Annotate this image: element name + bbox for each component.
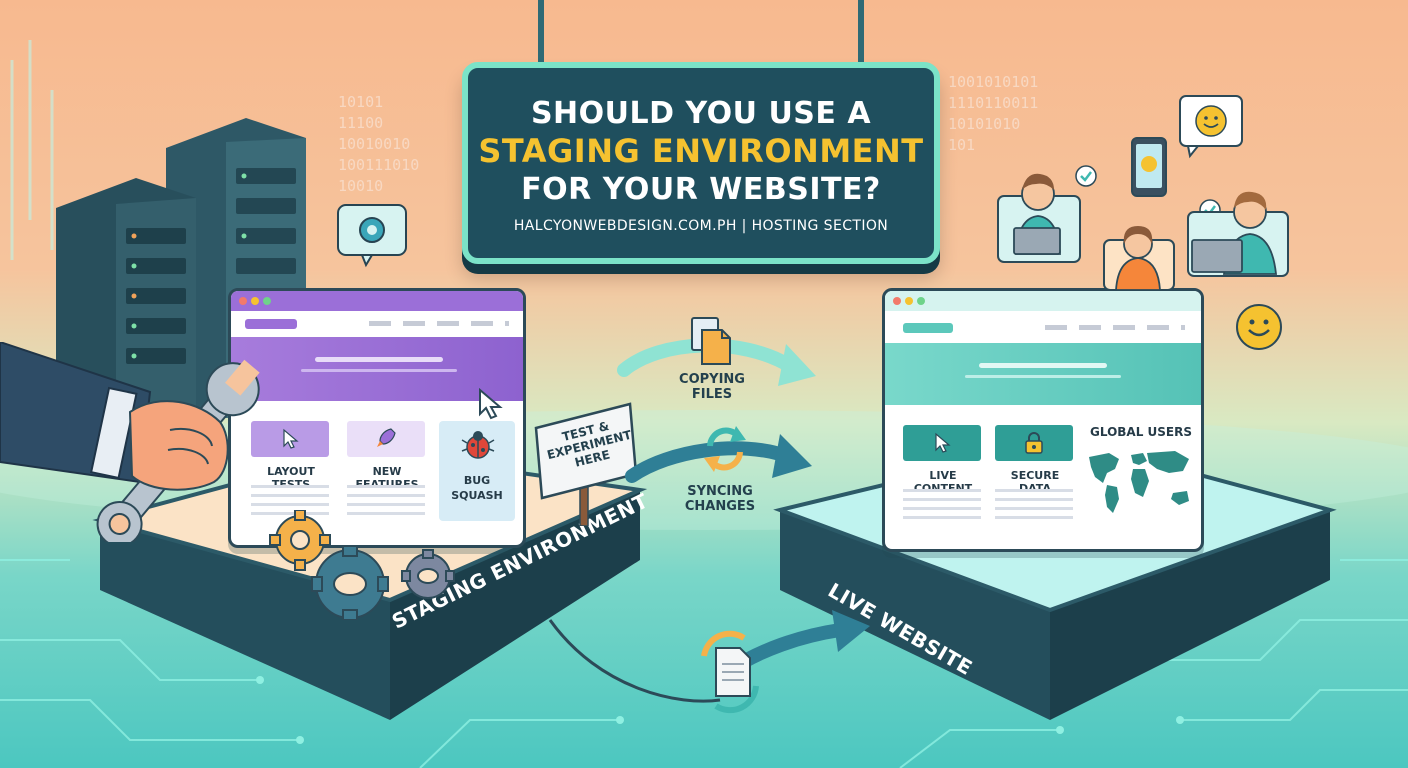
live-browser-window: LIVE CONTENT SECURE DATA GLOBAL USERS [882, 288, 1204, 552]
window-dot-yellow [251, 297, 259, 305]
gear-icon [311, 545, 389, 620]
staging-hero [231, 337, 523, 401]
title-line-1: SHOULD YOU USE A [530, 96, 872, 131]
window-dot-green [917, 297, 925, 305]
sync-icon [704, 426, 746, 472]
bug-squash-card: BUG SQUASH [439, 421, 515, 521]
staging-nav-links [369, 321, 509, 326]
global-users-label: GLOBAL USERS [1090, 425, 1192, 439]
gear-icon [401, 549, 455, 599]
gear-icon [269, 510, 331, 571]
syncing-changes-label: SYNCING CHANGES [684, 484, 756, 514]
live-logo-bar [903, 323, 953, 333]
title-line-2: STAGING ENVIRONMENT [478, 132, 924, 170]
window-dot-green [263, 297, 271, 305]
server-icon [56, 118, 306, 418]
staging-logo-bar [245, 319, 297, 329]
live-window-titlebar [885, 291, 1201, 311]
binary-code-right: 1001010101 1110110011 10101010 101 [948, 73, 1039, 154]
file-icon [691, 317, 731, 365]
window-dot-yellow [905, 297, 913, 305]
gear-icon [337, 204, 407, 268]
users-illustration [997, 95, 1289, 290]
secure-data-card: SECURE DATA [995, 425, 1075, 535]
cursor-icon [935, 432, 951, 453]
file-icon [701, 630, 759, 714]
live-hero [885, 343, 1201, 405]
bug-squash-label: BUG SQUASH [451, 474, 503, 502]
wrench-icon [0, 342, 260, 542]
smiley-icon [1179, 95, 1243, 159]
phone-icon [1131, 137, 1167, 197]
window-dot-red [239, 297, 247, 305]
new-features-card: NEW FEATURES [347, 421, 427, 531]
world-map-icon [1089, 451, 1189, 513]
staging-browser-window: LAYOUT TESTS NEW FEATURES BUG SQUASH [228, 288, 526, 548]
layout-tests-card: LAYOUT TESTS [251, 421, 331, 531]
source-caption: HALCYONWEBDESIGN.COM.PH | HOSTING SECTIO… [513, 218, 889, 234]
title-sign: SHOULD YOU USE A STAGING ENVIRONMENT FOR… [462, 62, 940, 264]
smiley-icon [1236, 304, 1282, 350]
live-nav-links [1045, 325, 1185, 330]
live-content-card: LIVE CONTENT [903, 425, 983, 535]
bug-icon [461, 431, 495, 459]
cursor-icon [479, 388, 503, 420]
copying-files-label: COPYING FILES [679, 372, 745, 402]
window-dot-red [893, 297, 901, 305]
lock-icon [1025, 432, 1043, 454]
laptop-icon [1013, 227, 1061, 255]
checkmark-icon [1075, 165, 1097, 187]
cursor-icon [283, 428, 299, 449]
title-line-3: FOR YOUR WEBSITE? [521, 172, 881, 207]
binary-code-left: 10101 11100 10010010 100111010 10010 [338, 93, 420, 195]
laptop-icon [1191, 239, 1243, 273]
gear-cluster [269, 510, 455, 620]
rocket-icon [377, 428, 396, 447]
staging-window-titlebar [231, 291, 523, 311]
